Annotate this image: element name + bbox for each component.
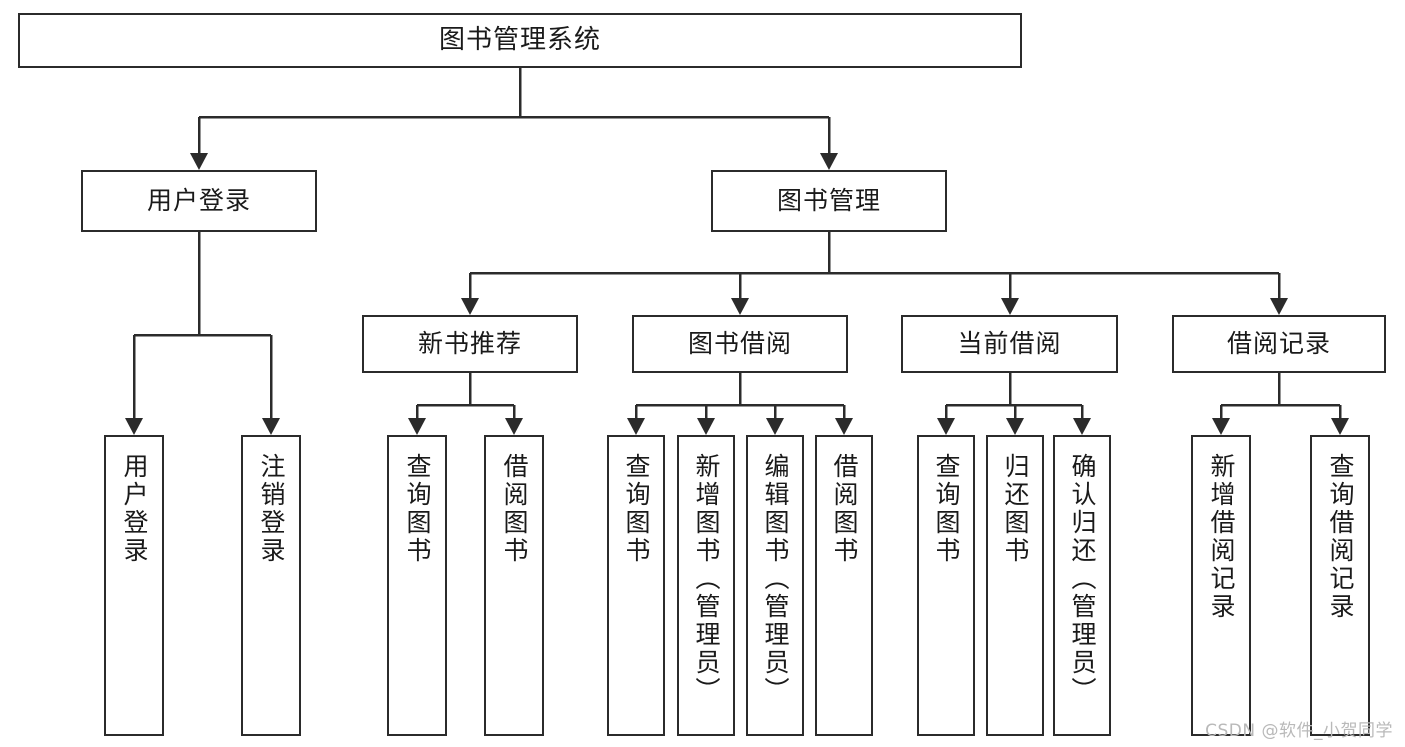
node-label-leaf-borrow-book-1: 借阅图书 — [500, 453, 529, 565]
node-leaf-confirm-return[interactable]: 确认归还（管理员） — [1053, 435, 1111, 736]
edge-arrowhead-leaf-query-book-2 — [627, 418, 645, 435]
edge-arrowhead-leaf-borrow-book-2 — [835, 418, 853, 435]
node-label-leaf-user-login: 用户登录 — [120, 453, 149, 565]
node-label-book-borrow: 图书借阅 — [687, 329, 792, 359]
watermark-text: CSDN @软件_小贺同学 — [1205, 721, 1393, 741]
node-label-leaf-query-book-3: 查询图书 — [932, 453, 961, 565]
node-leaf-user-login[interactable]: 用户登录 — [104, 435, 164, 736]
edge-arrowhead-leaf-borrow-book-1 — [505, 418, 523, 435]
node-leaf-add-book[interactable]: 新增图书（管理员） — [677, 435, 735, 736]
node-label-leaf-borrow-book-2: 借阅图书 — [830, 453, 859, 565]
edge-arrowhead-user-login — [190, 153, 208, 170]
edge-arrowhead-leaf-edit-book — [766, 418, 784, 435]
node-book-manage[interactable]: 图书管理 — [711, 170, 947, 232]
node-label-leaf-edit-book: 编辑图书（管理员） — [761, 453, 790, 705]
node-leaf-add-record[interactable]: 新增借阅记录 — [1191, 435, 1251, 736]
edge-arrowhead-leaf-user-logout — [262, 418, 280, 435]
node-leaf-query-book-2[interactable]: 查询图书 — [607, 435, 665, 736]
node-label-borrow-record: 借阅记录 — [1226, 329, 1331, 359]
node-label-leaf-user-logout: 注销登录 — [257, 453, 286, 565]
node-label-new-book-rec: 新书推荐 — [417, 329, 522, 359]
node-root[interactable]: 图书管理系统 — [18, 13, 1022, 68]
node-leaf-query-book-3[interactable]: 查询图书 — [917, 435, 975, 736]
edge-arrowhead-leaf-query-book-1 — [408, 418, 426, 435]
node-label-user-login: 用户登录 — [146, 186, 251, 216]
edge-arrowhead-leaf-query-record — [1331, 418, 1349, 435]
node-label-leaf-confirm-return: 确认归还（管理员） — [1068, 453, 1097, 705]
node-label-leaf-query-book-2: 查询图书 — [622, 453, 651, 565]
node-label-book-manage: 图书管理 — [776, 186, 881, 216]
node-label-leaf-add-record: 新增借阅记录 — [1207, 453, 1236, 621]
node-label-leaf-add-book: 新增图书（管理员） — [692, 453, 721, 705]
node-new-book-rec[interactable]: 新书推荐 — [362, 315, 578, 373]
edge-arrowhead-book-borrow — [731, 298, 749, 315]
node-book-borrow[interactable]: 图书借阅 — [632, 315, 848, 373]
edge-arrowhead-leaf-add-record — [1212, 418, 1230, 435]
edge-arrowhead-leaf-query-book-3 — [937, 418, 955, 435]
node-label-leaf-query-record: 查询借阅记录 — [1326, 453, 1355, 621]
node-leaf-query-book-1[interactable]: 查询图书 — [387, 435, 447, 736]
node-current-borrow[interactable]: 当前借阅 — [901, 315, 1118, 373]
node-label-root: 图书管理系统 — [438, 25, 601, 56]
node-user-login[interactable]: 用户登录 — [81, 170, 317, 232]
node-leaf-user-logout[interactable]: 注销登录 — [241, 435, 301, 736]
node-label-current-borrow: 当前借阅 — [957, 329, 1062, 359]
edge-arrowhead-leaf-user-login — [125, 418, 143, 435]
node-label-leaf-return-book: 归还图书 — [1001, 453, 1030, 565]
node-borrow-record[interactable]: 借阅记录 — [1172, 315, 1386, 373]
node-leaf-return-book[interactable]: 归还图书 — [986, 435, 1044, 736]
node-leaf-borrow-book-1[interactable]: 借阅图书 — [484, 435, 544, 736]
node-label-leaf-query-book-1: 查询图书 — [403, 453, 432, 565]
node-leaf-edit-book[interactable]: 编辑图书（管理员） — [746, 435, 804, 736]
node-leaf-query-record[interactable]: 查询借阅记录 — [1310, 435, 1370, 736]
node-leaf-borrow-book-2[interactable]: 借阅图书 — [815, 435, 873, 736]
edge-arrowhead-book-manage — [820, 153, 838, 170]
edge-arrowhead-new-book-rec — [461, 298, 479, 315]
edge-arrowhead-borrow-record — [1270, 298, 1288, 315]
edge-arrowhead-leaf-return-book — [1006, 418, 1024, 435]
edge-arrowhead-leaf-add-book — [697, 418, 715, 435]
edge-arrowhead-current-borrow — [1001, 298, 1019, 315]
edge-arrowhead-leaf-confirm-return — [1073, 418, 1091, 435]
